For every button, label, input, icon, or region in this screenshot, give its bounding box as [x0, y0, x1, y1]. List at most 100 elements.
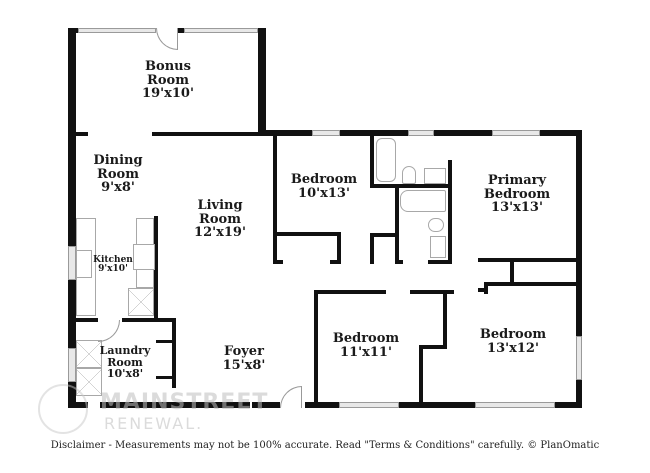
room-name: Dining [93, 153, 143, 168]
wall [419, 345, 423, 408]
window [68, 246, 76, 280]
watermark-line1: MAINSTREET [100, 390, 269, 415]
room-name: Bedroom [483, 186, 551, 202]
door [98, 320, 120, 342]
disclaimer-text: Disclaimer - Measurements may not be 100… [50, 440, 600, 451]
wall [178, 28, 184, 33]
room-name: Bonus [145, 59, 191, 74]
wall [576, 130, 582, 338]
wall [68, 28, 78, 33]
room-dimensions: 19'x10' [142, 86, 194, 102]
toilet [402, 166, 416, 184]
wall [68, 132, 88, 136]
bathtub [400, 190, 446, 212]
refrigerator [128, 288, 154, 316]
wall [305, 402, 339, 408]
stove [133, 244, 155, 270]
wall [478, 288, 488, 292]
room-label-primary-bedroom: Primary Bedroom 13'x13' [484, 174, 550, 215]
room-label-bonus-room: Bonus Room 19'x10' [142, 60, 194, 101]
wall [330, 260, 341, 264]
wall [314, 290, 318, 408]
wall [484, 282, 578, 286]
window [68, 348, 76, 382]
room-dimensions: 9'x10' [98, 264, 128, 275]
wall [68, 28, 76, 408]
wall [443, 290, 447, 348]
window [492, 130, 540, 136]
room-dimensions: 13'x12' [487, 340, 539, 356]
room-label-living-room: Living Room 12'x19' [194, 199, 246, 240]
wall [399, 402, 475, 408]
toilet [428, 218, 444, 232]
room-label-kitchen: Kitchen 9'x10' [93, 255, 133, 275]
window [475, 402, 555, 408]
room-label-foyer: Foyer 15'x8' [223, 345, 266, 372]
wall [370, 134, 374, 188]
wall [410, 290, 454, 294]
wall [434, 130, 492, 136]
room-label-bedroom-2: Bedroom 11'x11' [333, 332, 399, 359]
wall [340, 130, 408, 136]
watermark-line2: RENEWAL. [104, 414, 204, 433]
door [156, 28, 178, 50]
room-dimensions: 15'x8' [222, 357, 266, 373]
wall [156, 340, 174, 343]
room-dimensions: 10'x8' [106, 367, 144, 381]
wall [370, 184, 452, 188]
wall [419, 345, 447, 349]
room-dimensions: 9'x8' [101, 180, 135, 196]
room-name: Primary [487, 173, 547, 188]
bathtub [376, 138, 396, 182]
room-label-bedroom-1: Bedroom 10'x13' [291, 173, 357, 200]
wall [510, 258, 514, 284]
wall [122, 318, 176, 322]
room-name: Laundry [99, 344, 151, 357]
wall [68, 318, 98, 322]
wall [258, 28, 266, 134]
room-name: Room [97, 166, 139, 182]
room-name: Kitchen [93, 255, 133, 265]
wall [555, 402, 582, 408]
room-name: Room [199, 211, 241, 227]
wall [273, 260, 283, 264]
wall [428, 260, 452, 264]
wall [395, 260, 403, 264]
room-name: Foyer [224, 344, 264, 359]
wall [540, 130, 582, 136]
room-label-laundry-room: Laundry Room 10'x8' [100, 345, 151, 380]
wall [154, 216, 158, 320]
room-dimensions: 11'x11' [340, 344, 392, 360]
window [339, 402, 399, 408]
room-dimensions: 10'x13' [298, 185, 350, 201]
wall [100, 402, 250, 408]
wall [478, 258, 578, 262]
wall [370, 233, 374, 264]
wall [448, 160, 452, 264]
wall [370, 233, 397, 237]
wall [395, 186, 399, 264]
window [312, 130, 340, 136]
sink [424, 168, 446, 184]
wall [273, 134, 277, 264]
window [408, 130, 434, 136]
logo-circle-icon [38, 384, 88, 434]
window [184, 28, 258, 33]
washer [76, 340, 102, 368]
room-name: Living [197, 198, 243, 213]
room-name: Bedroom [479, 327, 547, 342]
room-label-bedroom-3: Bedroom 13'x12' [480, 328, 546, 355]
room-name: Bedroom [290, 172, 358, 187]
room-dimensions: 12'x19' [194, 225, 246, 241]
room-label-dining-room: Dining Room 9'x8' [93, 154, 142, 195]
sink [430, 236, 446, 258]
window [78, 28, 156, 33]
wall [152, 132, 264, 136]
wall [252, 402, 280, 408]
room-name: Room [147, 72, 189, 88]
room-name: Bedroom [332, 331, 400, 346]
wall [156, 376, 174, 379]
wall [273, 232, 339, 236]
room-name: Room [107, 355, 143, 369]
